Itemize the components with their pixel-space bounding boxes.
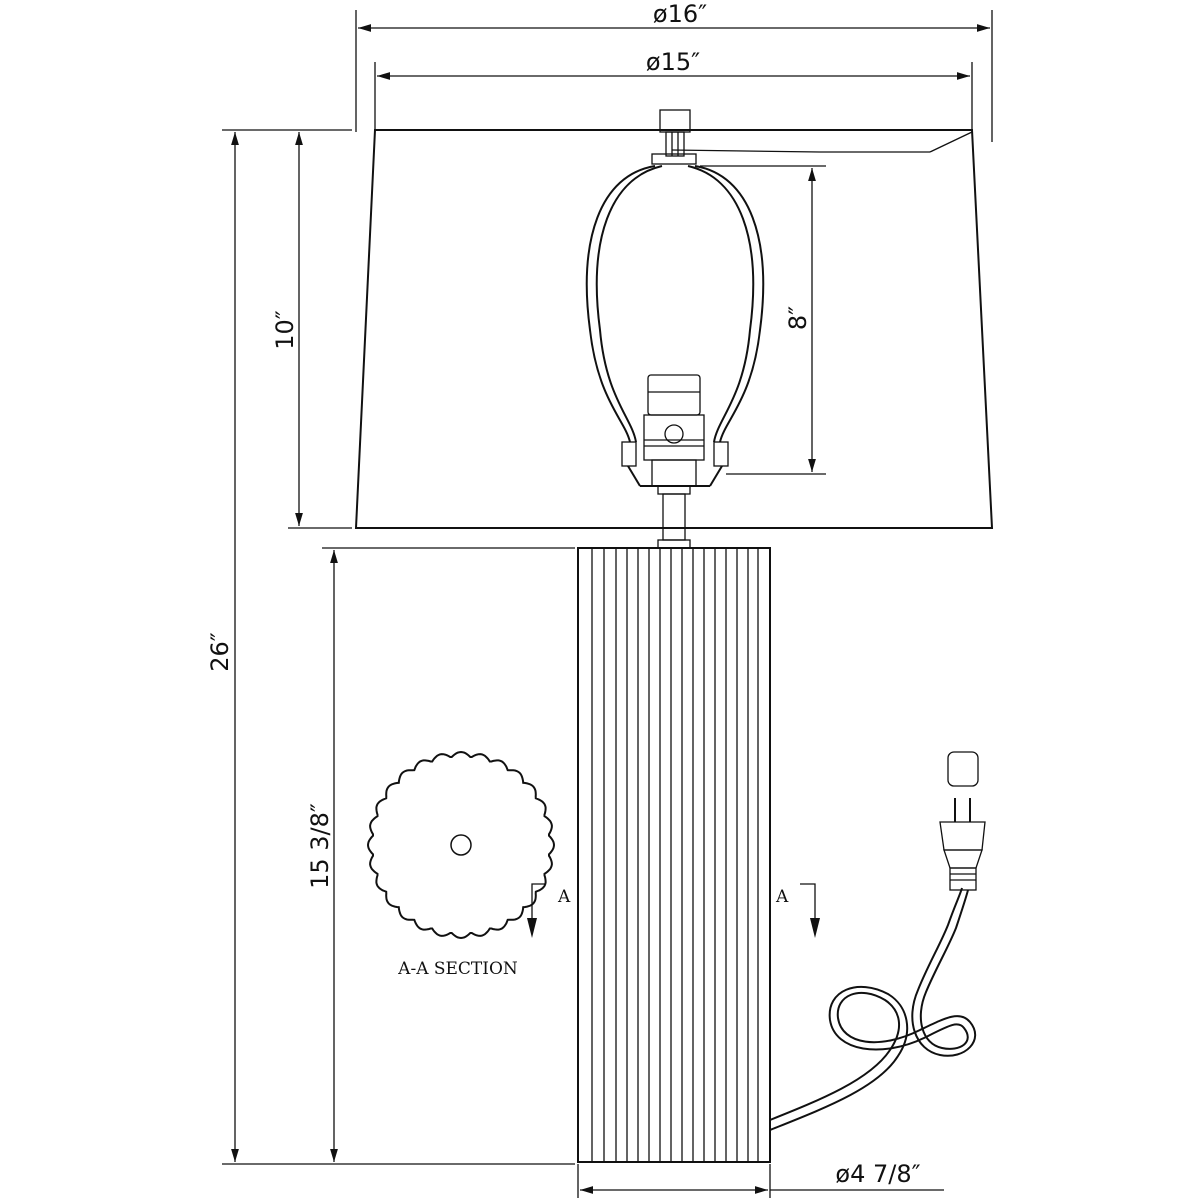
overall-height-dimension: 26″ [206,129,575,1165]
lamp-neck [657,485,691,549]
power-plug [939,751,986,891]
harp-height-dimension: 8″ [700,165,826,475]
section-marker-left: A [527,883,571,938]
plug-cap [947,751,979,787]
base-height-dimension: 15 3/8″ [306,547,575,1162]
shade-top-diameter-dimension: ø15″ [374,48,973,130]
shade-height-dimension: 10″ [271,132,352,529]
base-diameter-label: ø4 7/8″ [835,1160,920,1188]
overall-height-label: 26″ [206,632,234,672]
shade-height-label: 10″ [271,310,299,350]
power-cord [769,887,977,1131]
base-height-label: 15 3/8″ [306,803,334,889]
shade-top-diameter-label: ø15″ [646,48,700,76]
harp-height-label: 8″ [784,306,812,330]
finial [651,109,697,165]
section-marker-left-letter: A [557,887,571,907]
lamp-shade [354,129,994,529]
base-diameter-dimension: ø4 7/8″ [577,1160,944,1198]
section-marker-right-letter: A [775,887,789,907]
fluted-base [577,547,771,1163]
harp [585,165,765,487]
section-outline [366,750,556,940]
shade-bottom-diameter-dimension: ø16″ [355,0,993,142]
center-hole [450,834,472,856]
section-label: A-A SECTION [397,959,518,979]
section-aa-view: A-A SECTION [366,750,556,979]
section-marker-right: A [775,883,820,938]
socket [643,374,705,487]
shade-bottom-diameter-label: ø16″ [653,0,707,28]
